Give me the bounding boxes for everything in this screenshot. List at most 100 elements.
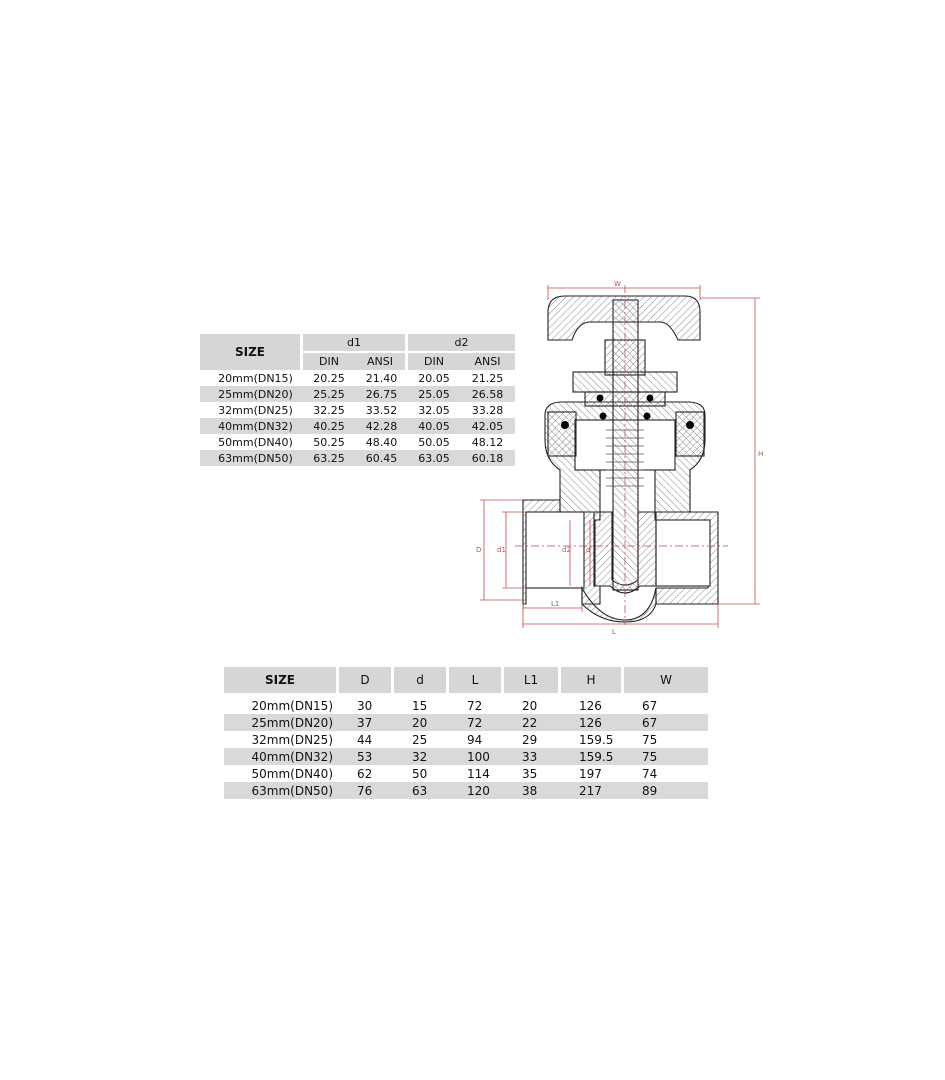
d2-din-cell: 50.05 [418,435,450,449]
valve-body [522,295,719,623]
small-d-label: d [586,546,590,554]
gate-valve-cross-section-drawing: W H D d1 d2 d L1 L [476,280,763,636]
d2-din-cell: 40.05 [408,418,460,434]
h-cell: 159.5 [579,732,614,747]
h-header: H [561,667,624,693]
size-cell: 20mm(DN15) [218,371,293,385]
big-d-cell: 44 [357,732,373,747]
small-d-cell: 15 [412,698,428,713]
d2-label: d2 [562,546,571,554]
w-cell: 67 [642,698,658,713]
table-row: 20mm(DN15) 20.25 21.40 20.05 21.25 [200,370,515,386]
l-cell: 72 [449,714,504,731]
w-cell: 67 [624,714,708,731]
d2-din-cell: 20.05 [418,371,450,385]
small-d-cell: 25 [412,732,428,747]
l-header: L [449,667,504,693]
size-cell: 25mm(DN20) [224,714,339,731]
dimension-lines [480,285,760,628]
l-cell: 72 [467,698,483,713]
l1-cell: 22 [504,714,561,731]
small-d-cell: 63 [394,782,449,799]
big-d-label: D [476,546,481,554]
h-cell: 159.5 [561,748,624,765]
d1-ansi-header: ANSI [355,353,408,370]
l1-header: L1 [504,667,561,693]
d2-din-header: DIN [408,353,460,370]
h-cell: 217 [561,782,624,799]
d2-ansi-cell: 21.25 [471,371,504,385]
l1-cell: 38 [504,782,561,799]
o-ring-seals [561,394,694,429]
big-d-cell: 53 [339,748,394,765]
d2-ansi-cell: 33.28 [471,403,504,417]
d1-din-cell: 20.25 [313,371,345,385]
l1-label: L1 [551,600,559,608]
d1-din-cell: 25.25 [303,386,355,402]
big-d-cell: 30 [357,698,373,713]
d1-ansi-cell: 42.28 [355,418,408,434]
size-header: SIZE [224,667,339,693]
l1-cell: 33 [504,748,561,765]
h-cell: 126 [579,698,602,713]
d2-ansi-cell: 42.05 [460,418,515,434]
big-d-cell: 37 [339,714,394,731]
big-d-header: D [339,667,394,693]
d2-din-cell: 25.05 [408,386,460,402]
w-cell: 75 [642,732,658,747]
d2-din-cell: 63.05 [408,450,460,466]
d1-ansi-cell: 33.52 [365,403,398,417]
w-cell: 74 [642,766,658,781]
size-cell: 25mm(DN20) [200,386,303,402]
d1-ansi-cell: 60.45 [355,450,408,466]
dimension-labels: W H D d1 d2 d L1 L [476,280,763,636]
d2-din-cell: 32.05 [418,403,450,417]
d1-din-cell: 32.25 [313,403,345,417]
centerlines [515,285,728,625]
big-d-cell: 76 [339,782,394,799]
size-cell: 32mm(DN25) [251,732,334,747]
l-cell: 120 [449,782,504,799]
size-cell: 40mm(DN32) [200,418,303,434]
w-header: W [624,667,708,693]
l1-cell: 35 [522,766,538,781]
d1-header: d1 [303,334,408,353]
w-cell: 89 [624,782,708,799]
w-cell: 75 [624,748,708,765]
h-label: H [758,450,763,458]
h-cell: 126 [561,714,624,731]
size-cell: 50mm(DN40) [251,766,334,781]
l-cell: 100 [449,748,504,765]
size-cell: 63mm(DN50) [200,450,303,466]
d1-ansi-cell: 21.40 [365,371,398,385]
big-d-cell: 62 [357,766,373,781]
d2-header: d2 [408,334,515,353]
d1-din-cell: 63.25 [303,450,355,466]
w-label: W [614,280,621,288]
d1-din-cell: 40.25 [303,418,355,434]
size-cell: 63mm(DN50) [224,782,339,799]
d1-ansi-cell: 26.75 [355,386,408,402]
d1-din-cell: 50.25 [313,435,345,449]
d1-d2-dimensions-table: SIZE d1 d2 DIN ANSI DIN ANSI 20mm(DN15)2… [200,334,515,466]
size-cell: 40mm(DN32) [224,748,339,765]
d2-ansi-cell: 48.12 [471,435,504,449]
l-cell: 94 [467,732,483,747]
d1-din-header: DIN [303,353,355,370]
l1-cell: 20 [522,698,538,713]
small-d-cell: 32 [394,748,449,765]
d2-ansi-cell: 60.18 [460,450,515,466]
small-d-cell: 50 [412,766,428,781]
size-cell: 50mm(DN40) [218,435,293,449]
